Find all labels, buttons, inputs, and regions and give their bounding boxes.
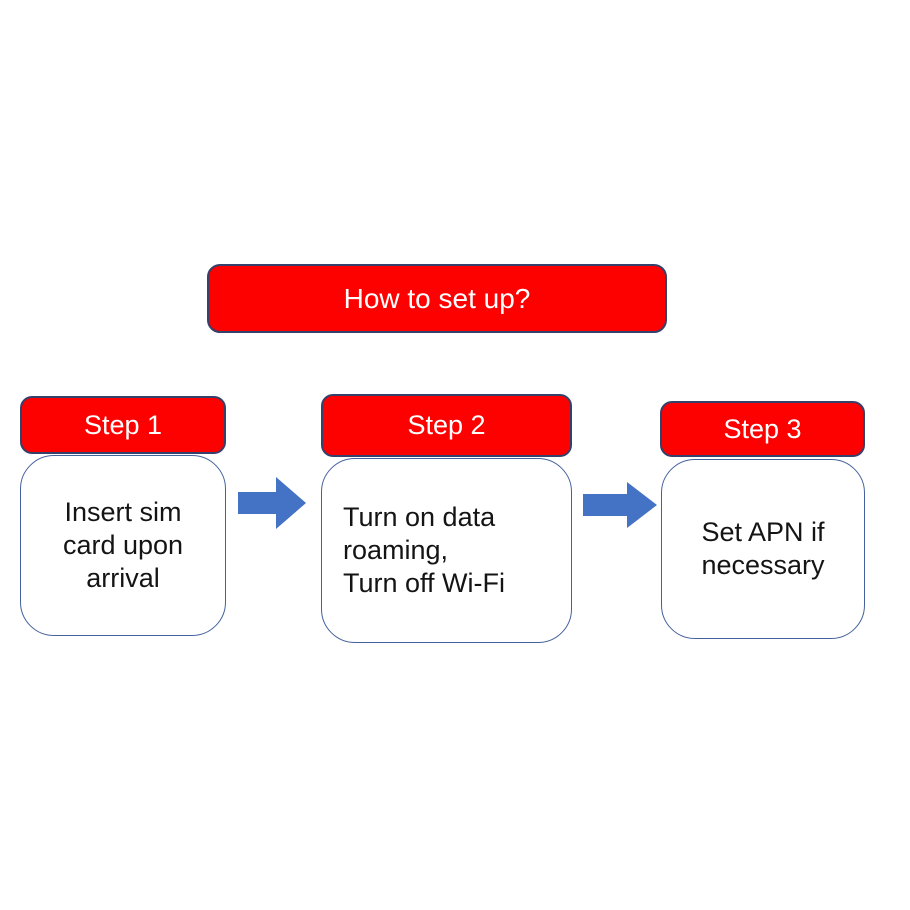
step-2-body-box: Turn on data roaming, Turn off Wi-Fi (321, 458, 572, 643)
flowchart-title: How to set up? (343, 282, 531, 314)
step-1-label: Step 1 (83, 409, 163, 440)
step-1-body-box: Insert sim card upon arrival (20, 455, 226, 636)
step-3-header: Step 3 (660, 401, 865, 457)
step-3-label: Step 3 (723, 413, 802, 444)
step-1-body-text: Insert sim card upon arrival (62, 497, 184, 593)
arrow-right-icon (238, 477, 306, 529)
step-3-body-text: Set APN if necessary (701, 517, 825, 580)
arrow-right-icon (583, 482, 657, 528)
step-2-label: Step 2 (407, 410, 486, 440)
flowchart-title-banner: How to set up? (207, 264, 667, 333)
step-3-body-box: Set APN if necessary (661, 459, 865, 639)
step-2-header: Step 2 (321, 394, 572, 457)
step-1-header: Step 1 (20, 396, 226, 454)
step-2-body-text: Turn on data roaming, Turn off Wi-Fi (343, 502, 506, 598)
